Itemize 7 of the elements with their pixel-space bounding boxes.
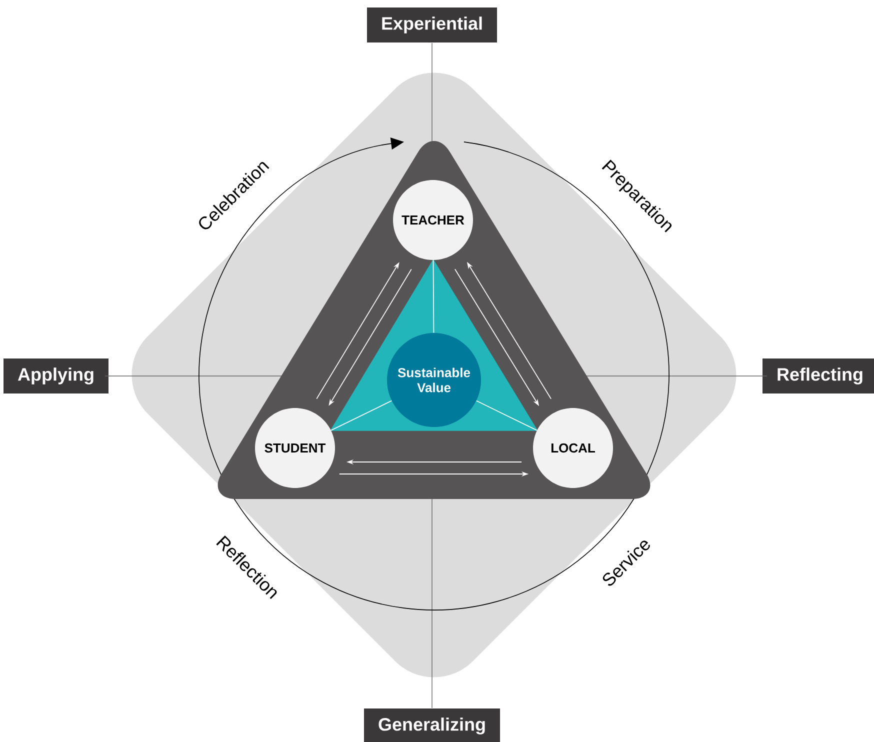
connector-line <box>476 400 538 431</box>
stage-label-box: Experiential <box>366 8 498 42</box>
stage-label-box: Reflecting <box>762 358 874 394</box>
connector-line <box>330 400 392 431</box>
connector-line <box>432 260 434 334</box>
stage-label-box: Generalizing <box>364 708 500 742</box>
stage-label-box: Applying <box>4 358 108 394</box>
